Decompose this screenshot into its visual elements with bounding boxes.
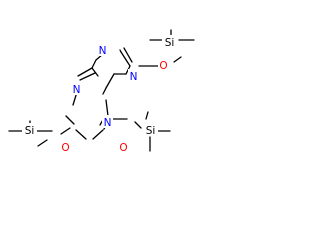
atom-si3: Si <box>143 123 158 137</box>
bond <box>91 59 97 69</box>
bond <box>75 129 87 140</box>
structure-canvas: N N N N O O O Si <box>8 29 195 154</box>
bond <box>65 115 75 125</box>
bond <box>120 51 131 67</box>
bond <box>102 87 107 95</box>
bond <box>119 49 122 53</box>
nitrogen-label: N <box>130 71 138 83</box>
bond <box>105 99 109 117</box>
atom-o3: O <box>118 140 129 154</box>
silicon-label: Si <box>146 125 156 137</box>
bond <box>77 67 93 77</box>
molecule-diagram: N N N N O O O Si <box>8 29 195 154</box>
silicon-label: Si <box>25 125 35 137</box>
atom-si1: Si <box>162 35 177 49</box>
nitrogen-label: N <box>99 45 107 57</box>
silicon-label: Si <box>165 37 175 49</box>
bond <box>92 129 104 140</box>
bond <box>91 67 99 77</box>
nitrogen-label: N <box>73 84 81 96</box>
bond <box>105 73 115 89</box>
bond <box>37 139 48 147</box>
nitrogen-label: N <box>104 117 112 129</box>
atom-o1: O <box>158 58 169 72</box>
atom-labels: N N N N O O O Si <box>22 35 177 154</box>
atom-n2: N <box>128 69 139 83</box>
oxygen-label: O <box>61 142 69 154</box>
atom-n1: N <box>97 43 108 57</box>
atom-si2: Si <box>22 123 37 137</box>
bond <box>123 47 133 63</box>
bond <box>60 127 71 135</box>
bond <box>134 121 142 129</box>
atom-o2: O <box>60 140 71 154</box>
oxygen-label: O <box>159 60 167 72</box>
atom-n4: N <box>102 115 113 129</box>
bond <box>79 72 96 81</box>
atom-n3: N <box>71 82 82 96</box>
oxygen-label: O <box>119 142 127 154</box>
bond <box>173 56 182 63</box>
bond <box>145 111 149 120</box>
